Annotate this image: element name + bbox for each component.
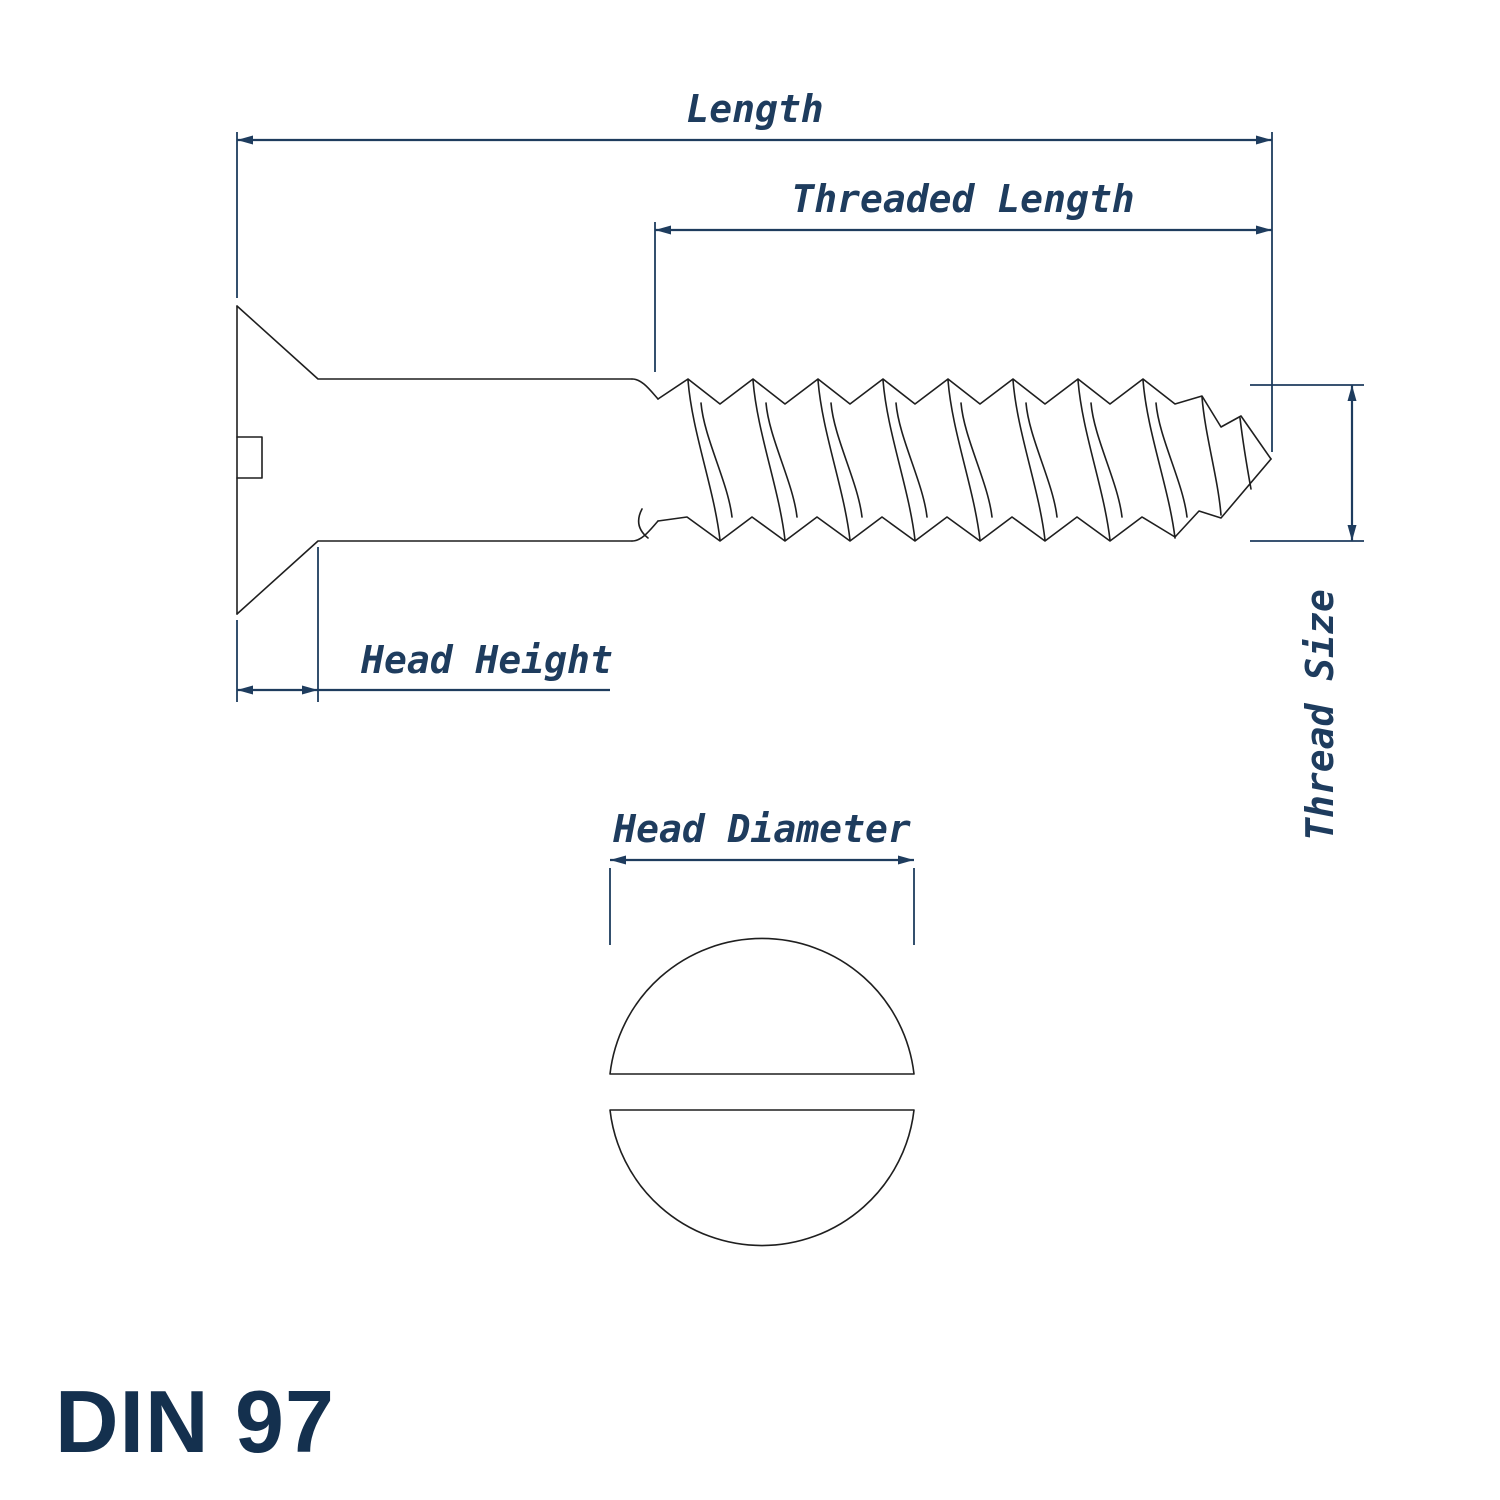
standard-title: DIN 97 — [55, 1372, 335, 1471]
head-top-taper — [236, 305, 633, 380]
head-bottom-segment — [609, 1109, 915, 1247]
thread-profile-top — [657, 378, 1272, 460]
thread-size-arrow-top — [1347, 385, 1357, 401]
head-diameter-arrow-left — [610, 855, 626, 865]
dimension-head-diameter: Head Diameter — [609, 807, 915, 945]
dimension-thread-size: Thread Size — [1250, 384, 1364, 841]
thread-size-arrow-bottom — [1347, 525, 1357, 541]
screw-side-view — [236, 305, 1272, 615]
threaded-length-arrow-left — [655, 225, 671, 235]
head-diameter-label: Head Diameter — [612, 807, 911, 851]
shank-runout-bottom — [631, 520, 659, 542]
threaded-length-arrow-right — [1256, 225, 1272, 235]
length-arrow-right — [1256, 135, 1272, 145]
length-arrow-left — [237, 135, 253, 145]
head-bottom-taper — [236, 540, 633, 615]
head-height-label: Head Height — [360, 638, 613, 682]
thread-size-label: Thread Size — [1298, 589, 1342, 841]
length-label: Length — [686, 87, 823, 131]
dimension-head-height: Head Height — [236, 547, 613, 702]
head-diameter-arrow-right — [898, 855, 914, 865]
dimension-threaded-length: Threaded Length — [654, 177, 1272, 372]
screw-top-view — [609, 937, 915, 1247]
head-height-arrow-right — [302, 685, 318, 695]
dimension-length: Length — [236, 87, 1273, 452]
head-top-segment — [609, 937, 915, 1075]
shank-runout-top — [631, 378, 659, 400]
threaded-length-label: Threaded Length — [791, 177, 1134, 221]
thread-flank-lines — [687, 379, 1252, 541]
thread-runout-curl — [637, 508, 649, 539]
head-height-arrow-left — [237, 685, 253, 695]
thread-profile-bottom — [657, 458, 1272, 542]
head-slot-notch — [236, 436, 263, 479]
